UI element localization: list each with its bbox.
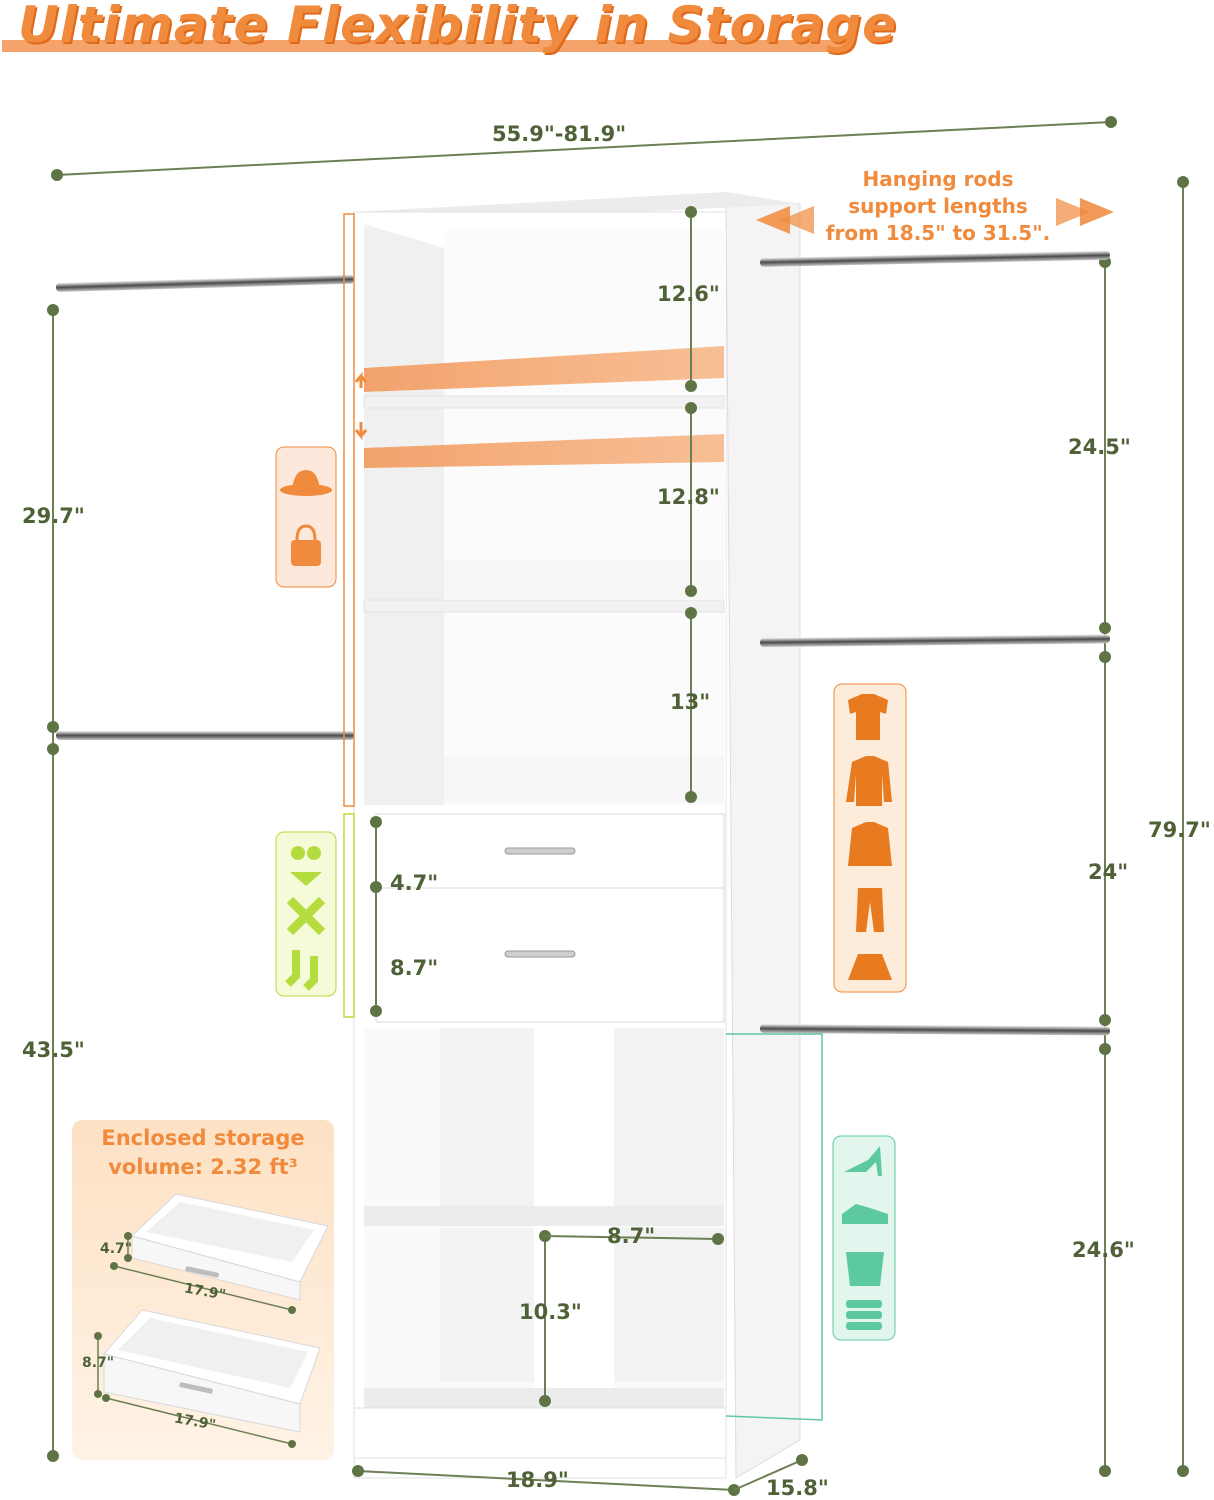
tshirt-icon [848,694,888,740]
arrow-left-icon [756,206,790,234]
hanging-rod-left-upper [55,274,354,292]
hat-zone-bracket [343,213,355,807]
hanging-rod-right-middle [759,634,1110,647]
right-middle-section-label: 24" [1088,860,1129,884]
drawer-zone-bracket [343,813,355,1018]
callout-line-1: Hanging rods [862,167,1014,191]
cabinet-side-panel [725,197,801,1479]
socks-icon [285,950,318,991]
storage-volume-line-2: volume: 2.32 ft³ [108,1155,298,1179]
underwear-icon [290,872,322,886]
drawer-handle [504,950,576,958]
left-lower-rod-label: 43.5" [22,1038,85,1062]
shoe-icon [842,1204,888,1224]
cubby [440,1028,534,1206]
arrow-down-icon [354,422,368,441]
fixed-shelf [363,599,725,613]
bra-icon [291,846,321,860]
storage-volume-line-1: Enclosed storage [101,1126,305,1150]
callout-line-2: support lengths [848,194,1028,218]
shelf-2-label: 12.8" [657,485,720,509]
hanging-rod-callout: Hanging rods support lengths from 18.5" … [812,166,1064,247]
overall-width-label: 55.9"-81.9" [492,122,627,146]
upper-back-panel [444,230,726,805]
cabinet-base [353,1407,727,1459]
drawer-large-label: 8.7" [390,956,439,980]
high-heel-icon [844,1146,882,1176]
cubby [614,1028,724,1206]
base-width-label: 18.9" [506,1468,569,1492]
upper-left-inner-wall [364,224,444,805]
page-title: Ultimate Flexibility in Storage [18,0,898,54]
drawer-small-label: 4.7" [390,871,439,895]
drawer-handle [504,847,576,855]
adjustable-shelf-highlight [364,346,724,392]
drawer-small-height-label: 4.7" [100,1241,133,1257]
base-depth-label: 15.8" [766,1476,829,1500]
hanging-rod-right-lower [759,1024,1110,1036]
hanging-rod-left-lower [56,731,354,740]
right-bottom-section-label: 24.6" [1072,1238,1135,1262]
arrow-up-icon [354,371,368,388]
shelf-1-label: 12.6" [657,282,720,306]
adjustable-shelf-highlight [364,434,724,468]
shirt-icon [846,756,892,806]
shelf-back [444,755,724,803]
hanging-rod-right-upper [759,250,1110,267]
title-underline [2,40,844,52]
fixed-shelf [363,395,725,409]
shoe-zone-bracket [725,1033,823,1421]
cubby [614,1228,724,1382]
shelf-3-label: 13" [670,690,711,714]
drawer-large-height-label: 8.7" [82,1355,115,1371]
pants-icon [856,888,884,932]
sun-hat-icon [280,470,332,496]
shelf-back [444,560,724,600]
jacket-icon [848,822,892,866]
skirt-icon [848,954,892,980]
right-top-section-label: 24.5" [1068,435,1131,459]
overall-width-line [56,121,1112,176]
cubby-shelf [364,1206,724,1226]
shoe-zone-panel [832,1135,896,1341]
cube-width-label: 8.7" [607,1224,656,1248]
scarf-icon [286,896,326,936]
dim-dot [51,169,63,181]
basket-icon [846,1252,884,1286]
total-height-label: 79.7" [1148,818,1211,842]
handbag-icon [291,524,321,566]
arrow-right-icon [1080,198,1114,226]
cubby [440,1228,534,1382]
callout-line-3: from 18.5" to 31.5". [825,221,1051,245]
cube-height-label: 10.3" [519,1300,582,1324]
dim-dot [1105,116,1117,128]
folded-clothes-icon [846,1300,882,1330]
storage-volume-title: Enclosed storage volume: 2.32 ft³ [72,1124,334,1182]
left-upper-rod-label: 29.7" [22,504,85,528]
